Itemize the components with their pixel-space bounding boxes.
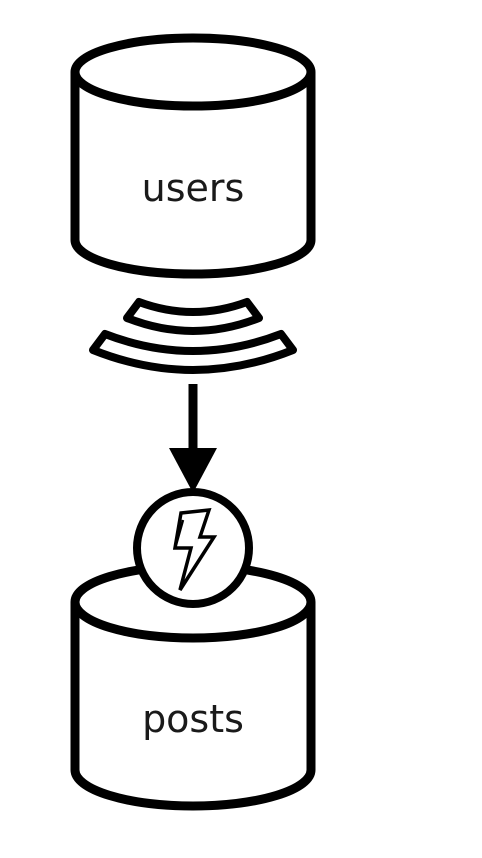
lightning-icon-detail	[174, 519, 185, 546]
users-label: users	[142, 166, 245, 210]
trigger-node	[133, 488, 253, 608]
posts-database-body	[70, 602, 316, 811]
stream-wave-outer	[89, 330, 297, 374]
stream-waves-icon	[89, 298, 297, 374]
lightning-icon	[172, 507, 218, 591]
posts-label: posts	[142, 697, 244, 741]
stream-wave-inner	[123, 298, 263, 335]
stream-arrow	[169, 384, 217, 493]
users-database-body	[70, 72, 316, 279]
users-database-top	[70, 33, 316, 111]
stream-arrow-head	[169, 448, 217, 493]
users-database	[70, 33, 316, 279]
